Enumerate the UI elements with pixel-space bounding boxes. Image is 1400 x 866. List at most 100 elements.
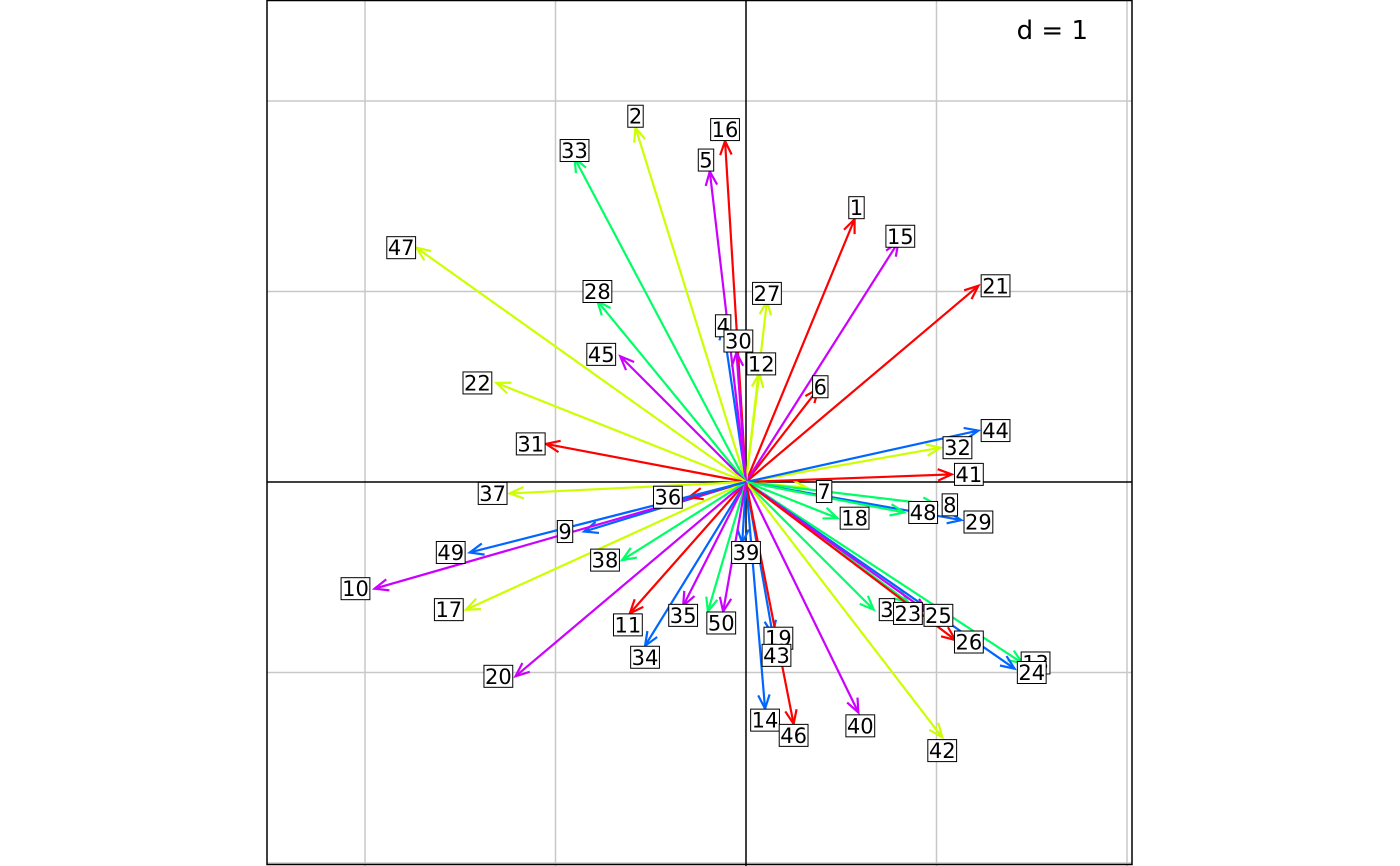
arrowhead-icon — [506, 486, 525, 500]
vector-label: 36 — [652, 485, 683, 510]
vector-label: 33 — [559, 139, 590, 163]
label-text: 1 — [850, 196, 863, 220]
label-text: 6 — [814, 375, 827, 399]
label-text: 43 — [763, 644, 790, 668]
label-box — [746, 352, 777, 376]
label-text: 23 — [895, 602, 922, 626]
label-text: 25 — [925, 604, 952, 628]
arrowhead-icon — [463, 597, 481, 611]
vector-line — [465, 480, 747, 611]
vector-label: 42 — [927, 739, 958, 763]
label-box — [839, 506, 870, 530]
vector-line — [745, 387, 820, 483]
vector-line — [741, 481, 748, 544]
vector-line — [745, 480, 838, 520]
vector-42 — [745, 481, 944, 740]
label-text: 27 — [754, 282, 781, 306]
label-box — [386, 236, 417, 260]
vector-20 — [513, 481, 747, 679]
vector-label: 11 — [612, 613, 643, 637]
vector-label: 17 — [433, 598, 464, 622]
label-text: 34 — [632, 646, 659, 670]
vector-label: 38 — [590, 548, 620, 573]
scale-label: d = 1 — [1017, 16, 1088, 46]
vector-label: 14 — [750, 708, 780, 733]
label-box — [848, 196, 865, 220]
vector-line — [744, 481, 767, 709]
vector-17 — [463, 480, 747, 611]
vector-label: 49 — [435, 540, 466, 565]
vector-line — [735, 352, 748, 483]
vector-label: 10 — [340, 577, 371, 601]
label-box — [462, 371, 493, 395]
label-box — [483, 664, 514, 688]
arrowhead-icon — [925, 443, 944, 457]
label-text: 31 — [517, 432, 544, 456]
vector-18 — [745, 480, 841, 520]
label-box — [980, 419, 1011, 443]
label-text: 36 — [655, 486, 682, 510]
arrowhead-icon — [937, 468, 955, 482]
vector-label: 47 — [386, 236, 417, 260]
vector-label: 9 — [556, 520, 574, 544]
vector-labels: 1234567891011121314151617181920212223242… — [340, 104, 1051, 763]
vector-45 — [618, 354, 747, 483]
vector-line — [621, 481, 747, 562]
label-text: 21 — [982, 274, 1009, 298]
vector-label: 25 — [923, 603, 954, 628]
vectors — [371, 124, 1025, 740]
vector-label: 34 — [630, 645, 660, 670]
label-text: 29 — [965, 511, 992, 535]
vector-line — [644, 481, 747, 647]
label-text: 17 — [435, 598, 462, 622]
vector-line — [744, 481, 795, 725]
label-box — [668, 603, 699, 627]
label-text: 22 — [464, 371, 491, 395]
arrowhead-icon — [543, 439, 561, 454]
vector-label: 18 — [839, 506, 870, 531]
label-text: 26 — [956, 631, 983, 655]
label-box — [815, 480, 833, 504]
axes — [267, 0, 1132, 866]
vector-label: 40 — [845, 714, 876, 738]
label-text: 38 — [592, 549, 619, 573]
vector-label: 26 — [953, 630, 984, 655]
vector-label: 23 — [893, 601, 923, 626]
vector-label: 1 — [848, 196, 865, 220]
vector-line — [619, 355, 747, 483]
arrowhead-icon — [889, 503, 907, 517]
vector-label: 2 — [627, 104, 644, 129]
label-text: 49 — [437, 541, 464, 565]
label-box — [340, 577, 371, 601]
vector-label: 15 — [885, 224, 916, 249]
label-box — [652, 485, 683, 509]
label-text: 39 — [733, 541, 760, 565]
vector-label: 32 — [942, 436, 973, 460]
label-box — [778, 723, 809, 747]
label-box — [752, 281, 782, 305]
label-text: 28 — [584, 280, 611, 304]
label-text: 2 — [629, 105, 642, 129]
vector-line — [745, 481, 875, 611]
vector-label: 22 — [462, 371, 493, 395]
vector-label: 8 — [941, 493, 959, 517]
vector-label: 39 — [731, 540, 761, 565]
vector-label: 20 — [483, 664, 514, 689]
label-box — [590, 548, 620, 572]
vector-label: 37 — [477, 481, 508, 506]
vector-label: 24 — [1016, 661, 1047, 685]
vector-line — [496, 381, 747, 484]
vector-label: 31 — [515, 432, 546, 456]
label-text: 18 — [841, 507, 868, 531]
label-text: 35 — [670, 604, 697, 628]
label-text: 5 — [699, 149, 712, 173]
label-text: 44 — [982, 419, 1009, 443]
arrowhead-icon — [618, 354, 635, 371]
vector-line — [514, 481, 747, 678]
arrowhead-icon — [999, 655, 1017, 671]
label-text: 41 — [956, 463, 983, 487]
label-box — [697, 148, 715, 172]
vector-label: 43 — [761, 643, 792, 668]
label-text: 50 — [708, 611, 735, 635]
arrowhead-icon — [513, 662, 531, 679]
